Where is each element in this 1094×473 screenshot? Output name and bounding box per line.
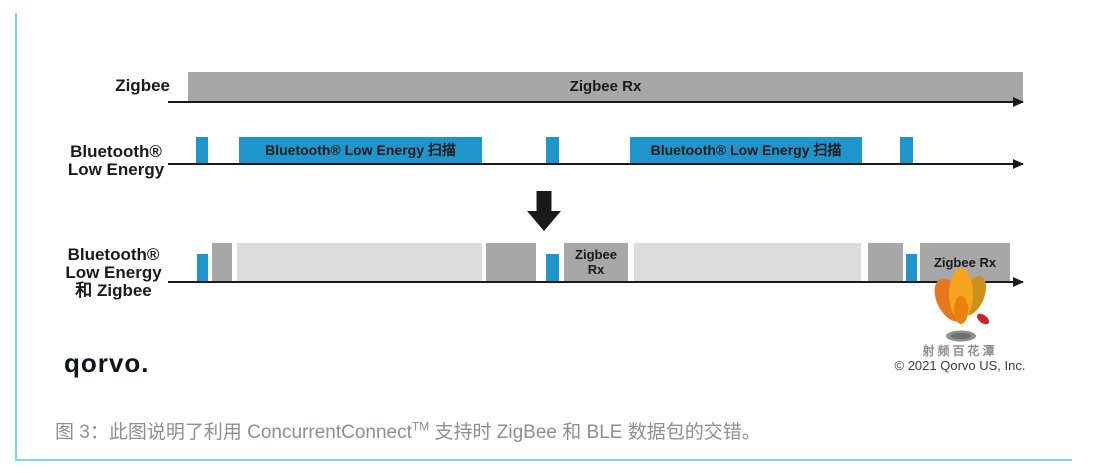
combined-zigbee-block (868, 243, 903, 281)
combined-idle-block (634, 243, 861, 281)
watermark-text: 射频百花潭 (922, 344, 998, 358)
ble-row-label-line1: Bluetooth® (70, 142, 162, 161)
ble-row-label-line2: Low Energy (67, 160, 165, 179)
caption-suffix: 支持时 ZigBee 和 BLE 数据包的交错。 (429, 422, 761, 443)
combined-row-label-line2: Low Energy (65, 263, 162, 282)
combined-idle-block (237, 243, 482, 281)
figure-caption: 图 3：此图说明了利用 ConcurrentConnectTM 支持时 ZigB… (55, 417, 1015, 444)
zigbee-rx-bar: Zigbee Rx (188, 72, 1023, 101)
ble-adv-pulse (900, 137, 913, 163)
combined-ble-pulse (906, 254, 917, 281)
zigbee-rx-line1: Zigbee (575, 247, 617, 262)
ble-scan-bar: Bluetooth® Low Energy 扫描 (630, 137, 862, 163)
zigbee-rx-line2: Rx (587, 262, 605, 277)
combined-zigbee-block (212, 243, 232, 281)
ble-row-label: Bluetooth® Low Energy (60, 143, 172, 179)
zigbee-row-label: Zigbee (115, 76, 170, 95)
combined-ble-pulse (197, 254, 208, 281)
ble-timeline-arrowhead-icon (1013, 159, 1024, 169)
combined-row-label-line1: Bluetooth® (67, 245, 160, 264)
caption-tm-superscript: TM (411, 419, 430, 434)
combined-timeline-arrowhead-icon (1013, 277, 1024, 287)
combined-zigbee-rx-block: Zigbee Rx (564, 243, 628, 281)
combined-row-label: Bluetooth® Low Energy 和 Zigbee (55, 246, 172, 300)
watermark-flame-icon (934, 268, 990, 342)
ble-scan-bar: Bluetooth® Low Energy 扫描 (239, 137, 482, 163)
ble-adv-pulse (546, 137, 559, 163)
ble-timeline-axis (168, 163, 1023, 165)
ble-adv-pulse (196, 137, 208, 163)
combined-zigbee-block (486, 243, 536, 281)
caption-prefix: 图 3：此图说明了利用 ConcurrentConnect (55, 422, 412, 443)
zigbee-rx-block-text: Zigbee Rx (575, 247, 617, 277)
zigbee-timeline-axis (168, 101, 1023, 103)
qorvo-logo: qorvo. (64, 348, 150, 378)
combined-row-label-line3: 和 Zigbee (75, 281, 152, 300)
zigbee-timeline-arrowhead-icon (1013, 97, 1024, 107)
combined-ble-pulse (546, 254, 559, 281)
copyright-text: © 2021 Qorvo US, Inc. (894, 358, 1026, 373)
combined-timeline-axis (168, 281, 1023, 283)
